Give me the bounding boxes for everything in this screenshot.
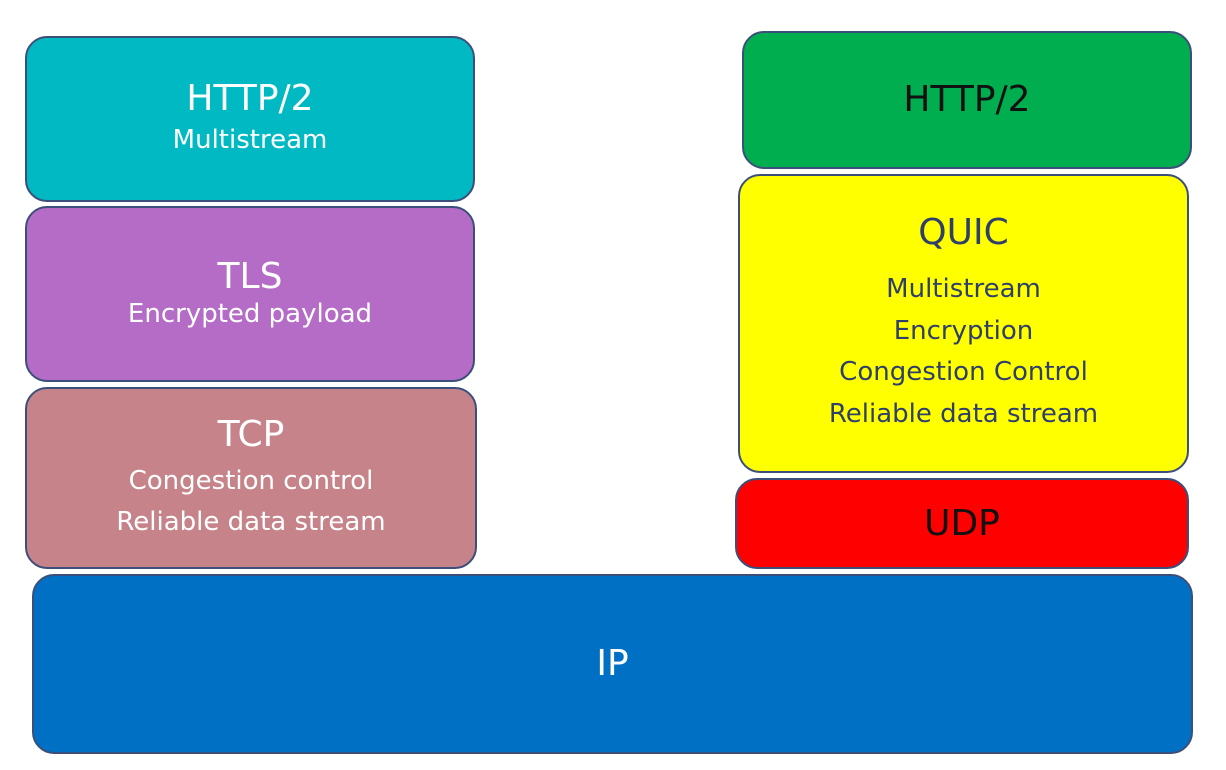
layer-quic-desc-3: Congestion Control <box>839 357 1088 388</box>
layer-ip-title: IP <box>596 643 629 685</box>
layer-tls: TLS Encrypted payload <box>25 206 475 382</box>
layer-quic-title: QUIC <box>918 211 1009 253</box>
layer-tls-title: TLS <box>217 256 283 298</box>
layer-quic-desc-1: Multistream <box>886 274 1041 304</box>
layer-tcp: TCP Congestion control Reliable data str… <box>25 387 477 569</box>
layer-quic: QUIC Multistream Encryption Congestion C… <box>738 174 1189 473</box>
layer-quic-desc-2: Encryption <box>893 315 1034 346</box>
layer-http2-left: HTTP/2 Multistream <box>25 36 475 202</box>
layer-ip: IP <box>32 574 1193 754</box>
layer-http2-right-title: HTTP/2 <box>903 79 1031 121</box>
layer-http2-right: HTTP/2 <box>742 31 1192 169</box>
layer-quic-desc-4: Reliable data stream <box>828 398 1099 429</box>
layer-tcp-desc-2: Reliable data stream <box>116 506 386 537</box>
layer-http2-left-desc: Multistream <box>172 124 328 155</box>
layer-udp-title: UDP <box>924 502 1000 544</box>
layer-udp: UDP <box>735 478 1189 569</box>
layer-tcp-title: TCP <box>217 414 285 455</box>
layer-tls-desc: Encrypted payload <box>127 298 373 329</box>
layer-http2-left-title: HTTP/2 <box>186 78 314 120</box>
layer-tcp-desc-1: Congestion control <box>128 466 374 497</box>
